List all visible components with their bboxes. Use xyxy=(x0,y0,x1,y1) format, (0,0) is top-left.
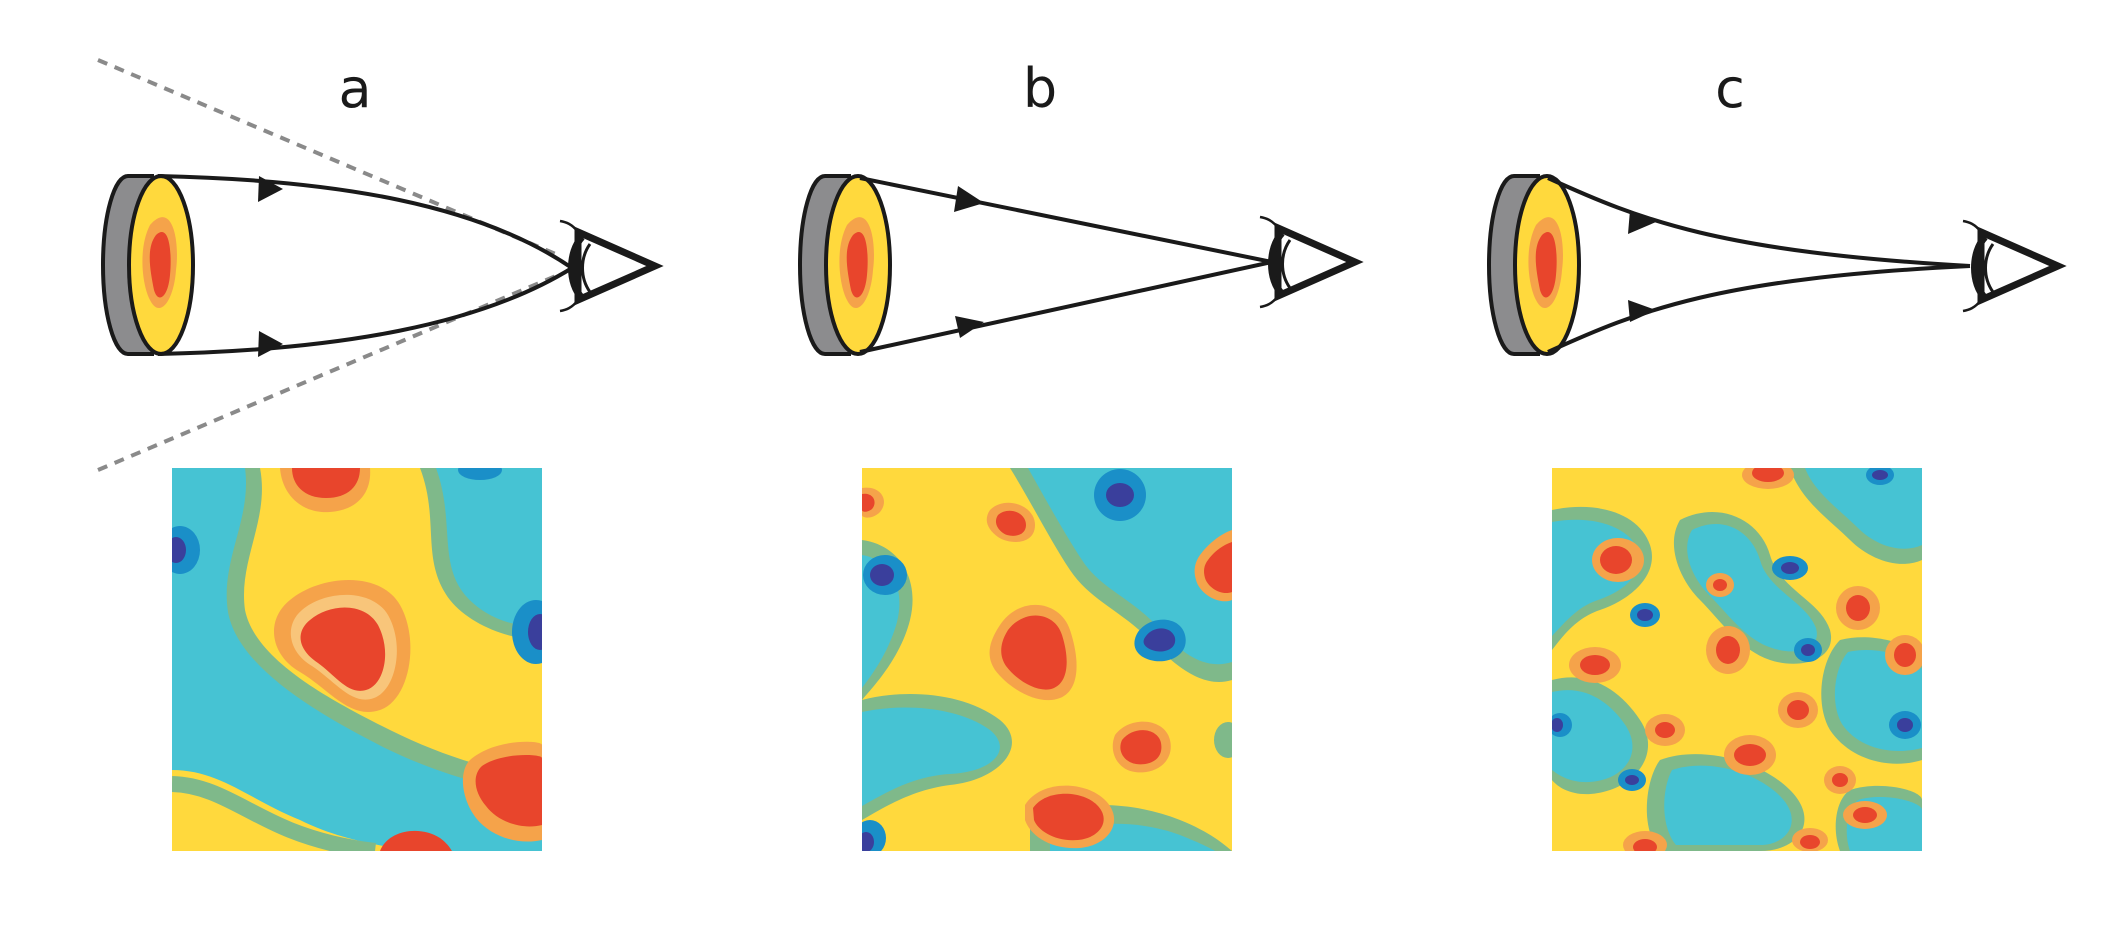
ray-arrow-upper-b xyxy=(954,186,984,212)
source-disk-c xyxy=(1487,174,1581,356)
eye-icon xyxy=(559,219,664,313)
panel-a: a xyxy=(97,57,664,851)
ray-arrow-upper-c xyxy=(1628,210,1656,234)
panel-label-a: a xyxy=(338,57,371,120)
light-ray-lower-c xyxy=(1547,264,1971,354)
panel-label-c: c xyxy=(1715,57,1745,120)
ray-arrow-upper-a xyxy=(258,176,283,202)
ray-arrow-lower-b xyxy=(955,316,984,338)
panel-c: c xyxy=(1487,57,2067,851)
ray-arrow-lower-c xyxy=(1628,300,1656,322)
convergence-map-b xyxy=(862,468,1232,851)
convergence-map-a xyxy=(172,468,542,851)
light-ray-upper-b xyxy=(859,176,1273,264)
panel-b: b xyxy=(798,57,1364,851)
ray-arrow-lower-a xyxy=(258,331,283,357)
light-ray-lower-b xyxy=(859,260,1273,354)
panel-label-b: b xyxy=(1023,57,1057,120)
source-disk-b xyxy=(798,174,892,356)
light-ray-upper-a xyxy=(157,174,574,270)
source-disk-a xyxy=(101,174,195,356)
eye-icon xyxy=(1962,219,2067,313)
eye-icon xyxy=(1259,215,1364,309)
light-ray-lower-a xyxy=(157,266,574,356)
convergence-map-c xyxy=(1552,468,1922,851)
light-ray-upper-c xyxy=(1547,176,1971,268)
